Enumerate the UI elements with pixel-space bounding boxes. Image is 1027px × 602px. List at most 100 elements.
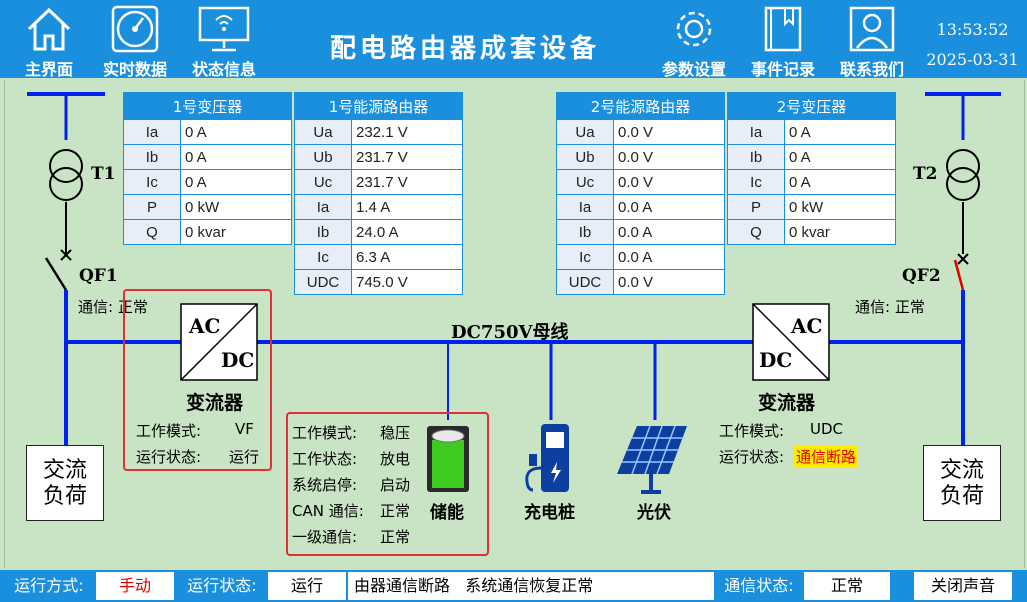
converter2-name: 变流器: [758, 392, 816, 414]
row-label: Ua: [294, 119, 352, 145]
user-icon: [849, 6, 895, 52]
mute-sound-button[interactable]: 关闭声音: [914, 572, 1012, 600]
t1-label: T1: [91, 164, 116, 184]
comm-state-value: 正常: [804, 572, 890, 600]
row-label: Ua: [556, 119, 614, 145]
row-value: 0.0 V: [613, 119, 725, 145]
storage-field-value: 稳压: [380, 424, 411, 442]
converter2-ac: AC: [791, 314, 823, 338]
row-label: Ub: [294, 144, 352, 170]
row-value: 231.7 V: [351, 144, 463, 170]
comm1-status: 通信: 正常: [78, 298, 148, 316]
row-value: 0.0 V: [613, 144, 725, 170]
row-value: 0 A: [784, 169, 896, 195]
charger-label: 充电桩: [524, 503, 575, 523]
transformer2-title: 2号变压器: [727, 92, 896, 120]
row-value: 0.0 A: [613, 244, 725, 270]
row-value: 6.3 A: [351, 244, 463, 270]
row-value: 0 kW: [784, 194, 896, 220]
storage-field-value: 启动: [380, 476, 411, 494]
row-value: 0.0 A: [613, 219, 725, 245]
ac-load-1[interactable]: 交流 负荷: [26, 445, 104, 521]
ac-load-1-line1: 交流: [42, 458, 87, 483]
row-label: Ib: [727, 144, 785, 170]
row-value: 24.0 A: [351, 219, 463, 245]
qf2-label: QF2: [902, 266, 941, 286]
single-line-diagram: [27, 92, 1001, 494]
nav-status[interactable]: 状态信息: [188, 4, 260, 80]
row-label: Q: [727, 219, 785, 245]
row-value: 0 A: [180, 169, 292, 195]
row-label: Ia: [123, 119, 181, 145]
converter1-dc: DC: [221, 348, 255, 372]
storage-panel[interactable]: [286, 412, 489, 556]
run-mode-value: 手动: [96, 572, 174, 600]
nav-contact-label: 联系我们: [839, 60, 904, 79]
converter1-name: 变流器: [186, 392, 244, 414]
row-label: Q: [123, 219, 181, 245]
row-label: Ib: [123, 144, 181, 170]
row-label: Ic: [294, 244, 352, 270]
row-label: Uc: [294, 169, 352, 195]
storage-field-label: 一级通信:: [292, 528, 358, 546]
nav-realtime[interactable]: 实时数据: [99, 4, 171, 80]
converter1-mode: VF: [235, 420, 254, 438]
row-value: 1.4 A: [351, 194, 463, 220]
header-bar: 主界面 实时数据 状态信息 配电路由器成套设备 参数设置 事件记录 联系我们 1…: [0, 0, 1027, 80]
converter1-state-label: 运行状态:: [136, 448, 202, 466]
gauge-icon: [111, 5, 159, 53]
row-value: 0 A: [784, 119, 896, 145]
storage-label: 储能: [430, 503, 464, 523]
row-value: 232.1 V: [351, 119, 463, 145]
nav-home[interactable]: 主界面: [13, 4, 85, 80]
router1-title: 1号能源路由器: [294, 92, 463, 120]
ac-load-2[interactable]: 交流 负荷: [923, 445, 1001, 521]
run-mode-label: 运行方式:: [4, 572, 94, 600]
row-value: 0.0 V: [613, 269, 725, 295]
comm2-status: 通信: 正常: [855, 298, 925, 316]
nav-params[interactable]: 参数设置: [658, 4, 730, 80]
row-value: 231.7 V: [351, 169, 463, 195]
row-label: Ia: [727, 119, 785, 145]
storage-field-label: 系统启停:: [292, 476, 358, 494]
pv-label: 光伏: [637, 503, 671, 523]
row-value: 0 A: [180, 144, 292, 170]
clock-time: 13:53:52: [936, 20, 1009, 39]
nav-events[interactable]: 事件记录: [747, 4, 819, 80]
row-value: 0.0 V: [613, 169, 725, 195]
row-label: Ic: [123, 169, 181, 195]
nav-contact[interactable]: 联系我们: [836, 4, 908, 80]
row-label: Ib: [294, 219, 352, 245]
row-value: 0 kW: [180, 194, 292, 220]
row-value: 0 kvar: [784, 219, 896, 245]
row-value: 0 A: [180, 119, 292, 145]
home-icon: [27, 7, 71, 51]
nav-home-label: 主界面: [24, 60, 73, 79]
router2-title: 2号能源路由器: [556, 92, 725, 120]
row-label: UDC: [556, 269, 614, 295]
converter1-state: 运行: [229, 448, 260, 466]
converter1-panel[interactable]: [123, 289, 272, 471]
gear-icon: [676, 11, 712, 47]
nav-realtime-label: 实时数据: [102, 60, 167, 79]
row-label: P: [727, 194, 785, 220]
